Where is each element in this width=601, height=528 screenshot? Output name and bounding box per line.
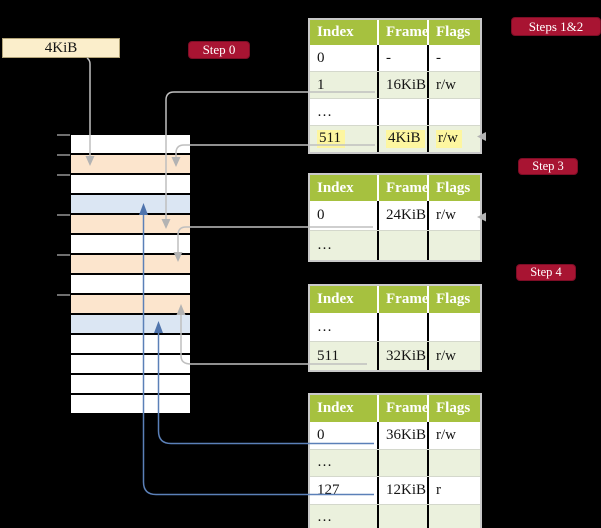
table-cell: 0 <box>317 207 325 223</box>
memory-row-6 <box>71 255 190 275</box>
table-cell: 0 <box>317 426 325 443</box>
table-row: … <box>310 313 480 341</box>
badge-step-0: Step 0 <box>188 41 250 59</box>
table-row: … <box>310 448 480 476</box>
table-cell: 16KiB <box>377 72 427 98</box>
table-cell: 127 <box>317 481 340 498</box>
table-cell: - <box>377 45 427 71</box>
memory-tick <box>57 134 70 136</box>
memory-tick <box>57 154 70 156</box>
table-cell: r/w <box>427 422 480 449</box>
column-header: Frame <box>377 175 427 201</box>
column-header: Frame <box>377 395 427 422</box>
memory-row-2 <box>71 175 190 195</box>
table-cell <box>427 99 480 125</box>
table-cell: … <box>317 318 332 335</box>
column-header: Flags <box>427 175 480 201</box>
memory-row-11 <box>71 355 190 375</box>
column-header: Flags <box>427 286 480 313</box>
memory-row-5 <box>71 235 190 255</box>
table-cell <box>377 99 427 125</box>
column-header: Frame <box>377 286 427 313</box>
column-header: Index <box>317 400 354 416</box>
table-cell: … <box>317 103 332 120</box>
memory-tick <box>57 294 70 296</box>
table-cell: 4KiB <box>377 126 427 152</box>
badge-steps-1-2: Steps 1&2 <box>511 17 601 36</box>
table-cell: 0 <box>317 49 325 66</box>
table-cell <box>377 313 427 341</box>
table-cell: 32KiB <box>377 342 427 370</box>
table-cell: 511 <box>317 347 339 364</box>
column-header: Index <box>317 291 354 307</box>
table-cell: - <box>427 45 480 71</box>
table-cell <box>377 449 427 476</box>
memory-row-3 <box>71 195 190 215</box>
memory-tick <box>57 214 70 216</box>
memory-row-13 <box>71 395 190 415</box>
table-row: 511 4KiB r/w <box>310 125 480 152</box>
highlighted-value: 4KiB <box>386 130 425 148</box>
table-cell: 1 <box>317 76 325 93</box>
badge-step-3: Step 3 <box>518 158 578 175</box>
column-header: Index <box>317 24 354 40</box>
table-cell <box>377 504 427 528</box>
table-row: … <box>310 98 480 125</box>
memory-row-8 <box>71 295 190 315</box>
memory-row-9 <box>71 315 190 335</box>
table-cell <box>427 504 480 528</box>
table-cell: 36KiB <box>377 422 427 449</box>
table-cell <box>427 231 480 260</box>
memory-row-10 <box>71 335 190 355</box>
badge-step-4: Step 4 <box>516 264 576 281</box>
column-header: Flags <box>427 395 480 422</box>
memory-row-0 <box>71 135 190 155</box>
memory-tick <box>57 174 70 176</box>
cr3-frame-box: 4KiB <box>2 38 120 58</box>
table-cell <box>427 313 480 341</box>
table-row: … <box>310 230 480 260</box>
memory-tick <box>57 254 70 256</box>
highlighted-value: 511 <box>317 130 345 148</box>
cr3-frame-label: 4KiB <box>44 40 78 56</box>
table-cell: … <box>317 454 332 471</box>
table-cell <box>377 231 427 260</box>
table-cell: r/w <box>427 342 480 370</box>
table-cell: 511 <box>310 126 377 152</box>
memory-row-1 <box>71 155 190 175</box>
column-header: Frame <box>377 20 427 45</box>
table-cell: … <box>317 509 332 526</box>
table-cell: r <box>427 477 480 504</box>
table-cell: 24KiB <box>377 201 427 230</box>
table-cell: … <box>317 237 332 253</box>
memory-row-12 <box>71 375 190 395</box>
table-cell: r/w <box>427 201 480 230</box>
table-cell <box>427 449 480 476</box>
table-row: … <box>310 503 480 528</box>
table-row: 0 -- <box>310 45 480 71</box>
column-header: Index <box>317 179 354 196</box>
memory-row-4 <box>71 215 190 235</box>
memory-row-7 <box>71 275 190 295</box>
table-cell: r/w <box>427 126 480 152</box>
highlighted-value: r/w <box>436 130 462 148</box>
column-header: Flags <box>427 20 480 45</box>
table-cell: 12KiB <box>377 477 427 504</box>
table-cell: r/w <box>427 72 480 98</box>
physical-memory-column <box>71 135 190 415</box>
